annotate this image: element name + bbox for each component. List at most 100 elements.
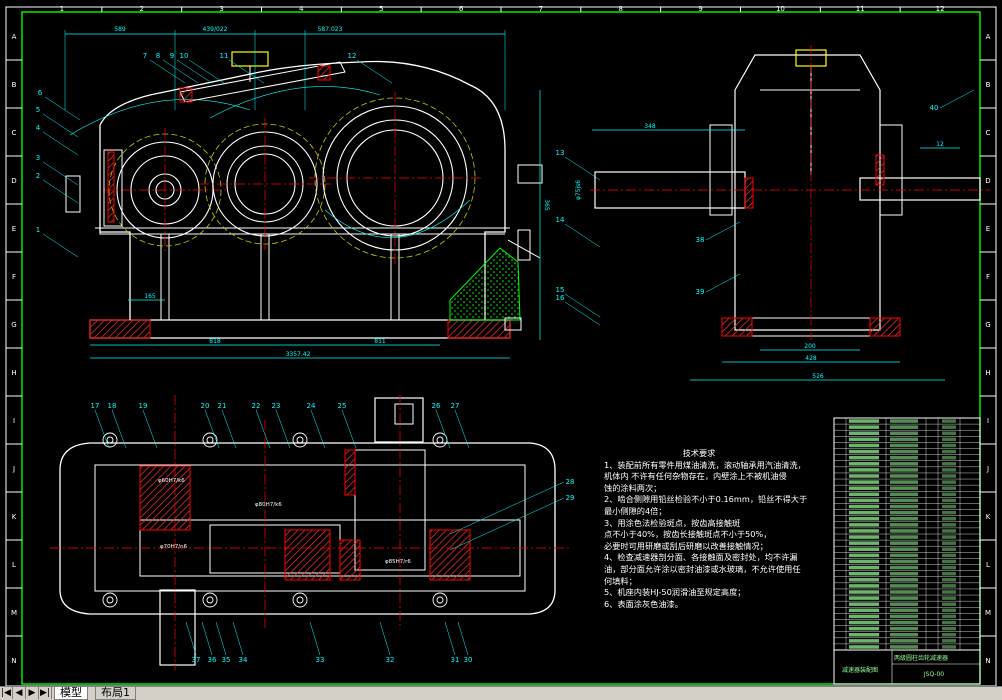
title-block-code: JSQ-00 bbox=[923, 671, 944, 678]
plan-callout-leader bbox=[215, 621, 227, 656]
tech-note-line: 蚀的涂料两次； bbox=[604, 482, 662, 493]
plan-callout-number: 22 bbox=[252, 402, 261, 410]
parts-list-cell-mark bbox=[942, 645, 956, 649]
front-callout-leader bbox=[228, 59, 265, 84]
grid-label-right: N bbox=[985, 657, 990, 665]
parts-list-cell-mark bbox=[849, 571, 879, 576]
tech-note-line: 何填料； bbox=[604, 575, 637, 586]
parts-list-cell-mark bbox=[849, 584, 879, 588]
plan-callout-leader bbox=[201, 621, 213, 656]
parts-list-cell-mark bbox=[849, 602, 879, 606]
front-callout-leader bbox=[149, 59, 186, 84]
first-tab-icon[interactable]: |◀ bbox=[0, 687, 13, 699]
parts-list-cell-mark bbox=[890, 510, 918, 515]
grid-label-top: 7 bbox=[539, 5, 543, 13]
tech-note-line: 机体内 不许有任何杂物存在，内壁涂上不被机油侵 bbox=[604, 471, 787, 482]
parts-list-cell-mark bbox=[849, 523, 879, 527]
parts-list-cell-mark bbox=[849, 645, 879, 649]
parts-list-cell-mark bbox=[849, 455, 879, 460]
side-dim-text: 348 bbox=[644, 123, 656, 130]
plan-bolt-circle bbox=[432, 592, 448, 608]
parts-list-cell-mark bbox=[942, 516, 956, 521]
plan-callout-number: 29 bbox=[566, 494, 575, 502]
parts-list-cell-mark bbox=[890, 516, 918, 521]
plan-callout-number: 23 bbox=[272, 402, 281, 410]
side-callout-leader bbox=[705, 221, 741, 241]
parts-list-cell-mark bbox=[890, 645, 918, 649]
front-dim-text: 589 bbox=[114, 26, 126, 33]
parts-list-cell-mark bbox=[890, 547, 918, 552]
next-tab-icon[interactable]: ▶ bbox=[26, 687, 39, 699]
tech-note-line: 油，部分面允许涂以密封油漆或水玻璃，不允许使用任 bbox=[604, 563, 801, 574]
parts-list-cell-mark bbox=[890, 492, 918, 497]
tech-note-line: 2、啮合侧隙用铅丝检验不小于0.16mm，铅丝不得大于 bbox=[604, 494, 808, 505]
front-callout-leader bbox=[44, 96, 81, 121]
tab-model[interactable]: 模型 bbox=[54, 687, 88, 700]
parts-list-cell-mark bbox=[849, 559, 879, 564]
side-callout-number: 40 bbox=[930, 104, 939, 112]
tech-notes-title: 技术要求 bbox=[682, 448, 716, 458]
grid-label-right: M bbox=[985, 609, 991, 617]
plan-callout-number: 33 bbox=[316, 656, 325, 664]
plan-callout-leader bbox=[185, 621, 197, 656]
plan-callout-number: 26 bbox=[432, 402, 441, 410]
last-tab-icon[interactable]: ▶| bbox=[39, 687, 52, 699]
plan-bolt-hole bbox=[436, 596, 444, 604]
front-callout-leader bbox=[42, 233, 79, 258]
plan-bolt-circle bbox=[202, 592, 218, 608]
grid-label-left: A bbox=[12, 33, 17, 41]
side-dim-text: 428 bbox=[805, 355, 817, 362]
prev-tab-icon[interactable]: ◀ bbox=[13, 687, 26, 699]
parts-list-cell-mark bbox=[942, 498, 956, 503]
grid-label-top: 3 bbox=[219, 5, 223, 13]
tech-note-line: 点不小于40%，按齿长接触斑点不小于50%， bbox=[604, 529, 772, 540]
front-callout-number: 12 bbox=[348, 52, 357, 60]
parts-list-cell-mark bbox=[890, 632, 918, 637]
parts-list-cell-mark bbox=[942, 455, 956, 460]
plan-callout-number: 17 bbox=[91, 402, 100, 410]
parts-list-cell-mark bbox=[849, 535, 879, 539]
tech-note-line: 4、检查减速器剖分面、各接触面及密封处，均不许漏 bbox=[604, 552, 798, 563]
tech-note-line: 5、机座内装HJ-50润滑油至规定高度； bbox=[604, 587, 746, 598]
side-bearing-left bbox=[709, 124, 733, 216]
parts-list-cell-mark bbox=[890, 553, 918, 558]
front-callout-number: 9 bbox=[170, 52, 174, 60]
parts-list-cell-mark bbox=[942, 443, 956, 448]
plan-callout-leader bbox=[454, 409, 470, 449]
parts-list-cell-mark bbox=[849, 431, 879, 436]
front-left-flange bbox=[103, 149, 123, 227]
parts-list-cell-mark bbox=[890, 565, 918, 570]
front-dim-text: 365 bbox=[543, 199, 550, 211]
plan-callout-number: 19 bbox=[139, 402, 148, 410]
plan-callout-number: 28 bbox=[566, 478, 575, 486]
parts-list-cell-mark bbox=[849, 541, 879, 545]
front-callout-leader bbox=[42, 131, 79, 156]
front-drain-plug bbox=[504, 317, 522, 331]
plan-callout-leader bbox=[444, 621, 456, 656]
tab-layout1[interactable]: 布局1 bbox=[95, 687, 136, 700]
grid-label-left: J bbox=[12, 465, 15, 473]
parts-list-cell-mark bbox=[942, 632, 956, 637]
front-base-foot-left bbox=[89, 319, 151, 339]
parts-list-cell-mark bbox=[849, 578, 879, 582]
front-lid-bolt bbox=[179, 87, 193, 103]
front-callout-number: 4 bbox=[36, 124, 41, 132]
front-dim-text: 165 bbox=[144, 293, 156, 300]
parts-list-cell-mark bbox=[942, 468, 956, 472]
tech-note-line: 6、表面涂灰色油漆。 bbox=[604, 598, 683, 609]
front-dim-text: 3357.42 bbox=[286, 351, 311, 358]
plan-callout-leader bbox=[111, 409, 127, 449]
plan-bolt-hole bbox=[206, 436, 214, 444]
parts-list-cell-mark bbox=[942, 480, 956, 484]
tech-note-line: 3、用涂色法检验斑点，按齿高接触斑 bbox=[604, 517, 741, 528]
parts-list-cell-mark bbox=[942, 437, 956, 442]
plan-callout-leader bbox=[275, 409, 291, 449]
front-dim-text: 811 bbox=[374, 338, 386, 345]
plan-callout-leader bbox=[232, 621, 244, 656]
grid-label-left: E bbox=[12, 225, 16, 233]
parts-list-cell-mark bbox=[942, 535, 956, 539]
parts-list-cell-mark bbox=[942, 596, 956, 600]
parts-list-cell-mark bbox=[849, 425, 879, 429]
